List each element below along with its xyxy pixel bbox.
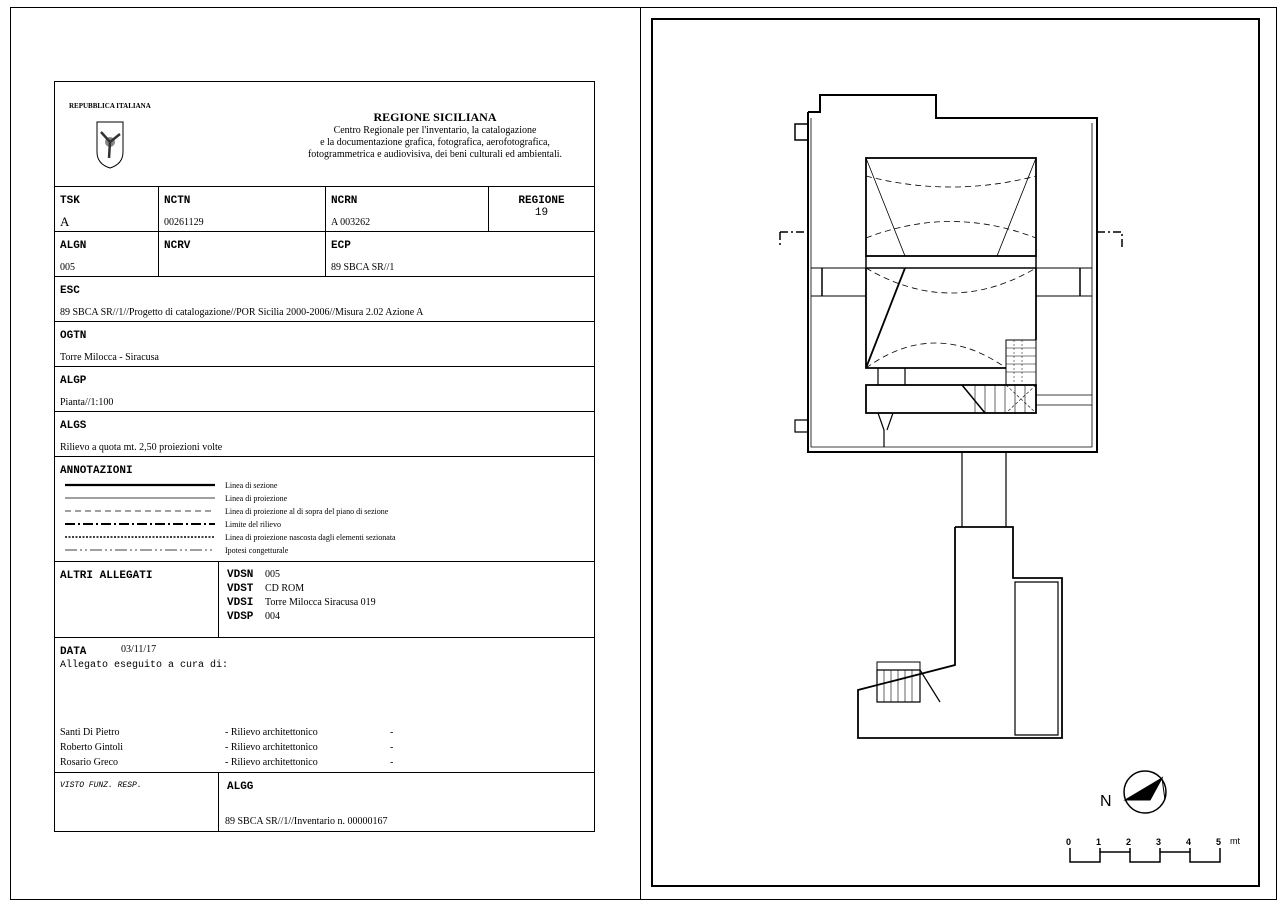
scale-label: 4 <box>1186 837 1192 847</box>
region-title: REGIONE SICILIANA <box>373 110 497 124</box>
esc-label: ESC <box>60 285 80 297</box>
catalog-card: REPUBBLICA ITALIANA REGIONE SICILIANA Ce… <box>54 81 595 832</box>
data-label: DATA <box>60 646 87 658</box>
north-label: N <box>1100 793 1112 810</box>
row-tsk: TSK A NCTN 00261129 NCRN A 003262 REGION… <box>55 187 594 232</box>
center-description: Centro Regionale per l'inventario, la ca… <box>285 125 585 161</box>
scale-label: 5 <box>1216 837 1222 847</box>
row-esc: ESC 89 SBCA SR//1//Progetto di catalogaz… <box>55 277 594 322</box>
person-role: - Rilievo architettonico <box>225 742 318 753</box>
person-dash: - <box>390 727 394 738</box>
algn-label: ALGN <box>60 240 87 252</box>
legend-item-4: Limite del rilievo <box>225 520 281 529</box>
center-line-1: Centro Regionale per l'inventario, la ca… <box>333 125 537 136</box>
row-ogtn: OGTN Torre Milocca - Siracusa <box>55 322 594 367</box>
person-role: - Rilievo architettonico <box>225 757 318 768</box>
algs-label: ALGS <box>60 420 87 432</box>
drawing-frame <box>651 18 1260 887</box>
ogtn-value: Torre Milocca - Siracusa <box>60 352 159 363</box>
person-name: Santi Di Pietro <box>60 727 120 738</box>
person-dash: - <box>390 742 394 753</box>
person-name: Rosario Greco <box>60 757 119 768</box>
floor-plan-drawing <box>779 94 1221 863</box>
cell-allegati-label: ALTRI ALLEGATI <box>55 562 219 637</box>
row-algn: ALGN 005 NCRV ECP 89 SBCA SR//1 <box>55 232 594 277</box>
algg-value: 89 SBCA SR//1//Inventario n. 00000167 <box>225 816 388 827</box>
nctn-label: NCTN <box>164 195 191 207</box>
row-algs: ALGS Rilievo a quota mt. 2,50 proiezioni… <box>55 412 594 457</box>
cell-ncrn: NCRN A 003262 <box>326 187 489 231</box>
cell-regione: REGIONE 19 <box>489 187 594 231</box>
algg-label: ALGG <box>227 781 254 793</box>
eseguito-label: Allegato eseguito a cura di: <box>60 660 229 671</box>
data-date: 03/11/17 <box>121 644 157 655</box>
cell-visto: VISTO FUNZ. RESP. <box>55 773 219 831</box>
center-line-2: e la documentazione grafica, fotografica… <box>320 137 550 148</box>
row-footer: VISTO FUNZ. RESP. ALGG 89 SBCA SR//1//In… <box>55 773 594 831</box>
regione-value: 19 <box>534 207 549 219</box>
scale-label: 1 <box>1096 837 1102 847</box>
esc-value: 89 SBCA SR//1//Progetto di catalogazione… <box>60 307 424 318</box>
row-annotazioni: ANNOTAZIONI Linea di sezione Linea di pr… <box>55 457 594 562</box>
cell-tsk: TSK A <box>55 187 159 231</box>
legend-item-2: Linea di proiezione <box>225 494 288 503</box>
cell-ecp: ECP 89 SBCA SR//1 <box>326 232 594 276</box>
legend-item-1: Linea di sezione <box>225 481 278 490</box>
sheet-divider <box>640 7 641 900</box>
scale-label: 2 <box>1126 837 1132 847</box>
cell-ncrv: NCRV <box>159 232 326 276</box>
sicily-emblem-icon <box>96 121 124 169</box>
tsk-label: TSK <box>60 195 80 207</box>
ogtn-label: OGTN <box>60 330 87 342</box>
cell-algn: ALGN 005 <box>55 232 159 276</box>
north-arrow-icon <box>1125 771 1167 813</box>
ncrn-label: NCRN <box>331 195 358 207</box>
scale-unit: mt <box>1230 836 1240 846</box>
center-line-3: fotogrammetrica e audiovisiva, dei beni … <box>307 149 563 160</box>
ncrn-value: A 003262 <box>331 217 371 228</box>
legend-item-3: Linea di proiezione al di sopra del pian… <box>225 507 389 516</box>
cell-nctn: NCTN 00261129 <box>159 187 326 231</box>
ncrv-label: NCRV <box>164 240 191 252</box>
row-data: DATA 03/11/17 Allegato eseguito a cura d… <box>55 638 594 773</box>
scale-label: 0 <box>1066 837 1072 847</box>
algn-value: 005 <box>60 262 75 273</box>
regione-label: REGIONE <box>518 195 565 207</box>
sheet-border <box>10 7 1277 900</box>
scale-label: 3 <box>1156 837 1162 847</box>
algs-value: Rilievo a quota mt. 2,50 proiezioni volt… <box>60 442 223 453</box>
tsk-value: A <box>60 214 70 229</box>
card-header: REPUBBLICA ITALIANA REGIONE SICILIANA Ce… <box>55 82 594 187</box>
legend-item-6: Ipotesi congetturale <box>225 546 289 555</box>
allegati-label: ALTRI ALLEGATI <box>60 570 153 582</box>
person-name: Roberto Gintoli <box>60 742 124 753</box>
republic-label: REPUBBLICA ITALIANA <box>69 102 151 110</box>
visto-label: VISTO FUNZ. RESP. <box>60 781 142 790</box>
legend-lines <box>65 483 215 551</box>
algp-label: ALGP <box>60 375 87 387</box>
ecp-label: ECP <box>331 240 351 252</box>
ecp-value: 89 SBCA SR//1 <box>331 262 395 273</box>
row-algp: ALGP Pianta//1:100 <box>55 367 594 412</box>
annotazioni-label: ANNOTAZIONI <box>60 465 133 477</box>
person-dash: - <box>390 757 394 768</box>
person-role: - Rilievo architettonico <box>225 727 318 738</box>
algp-value: Pianta//1:100 <box>60 397 114 408</box>
nctn-value: 00261129 <box>164 217 204 228</box>
legend-item-5: Linea di proiezione nascosta dagli eleme… <box>225 533 396 542</box>
